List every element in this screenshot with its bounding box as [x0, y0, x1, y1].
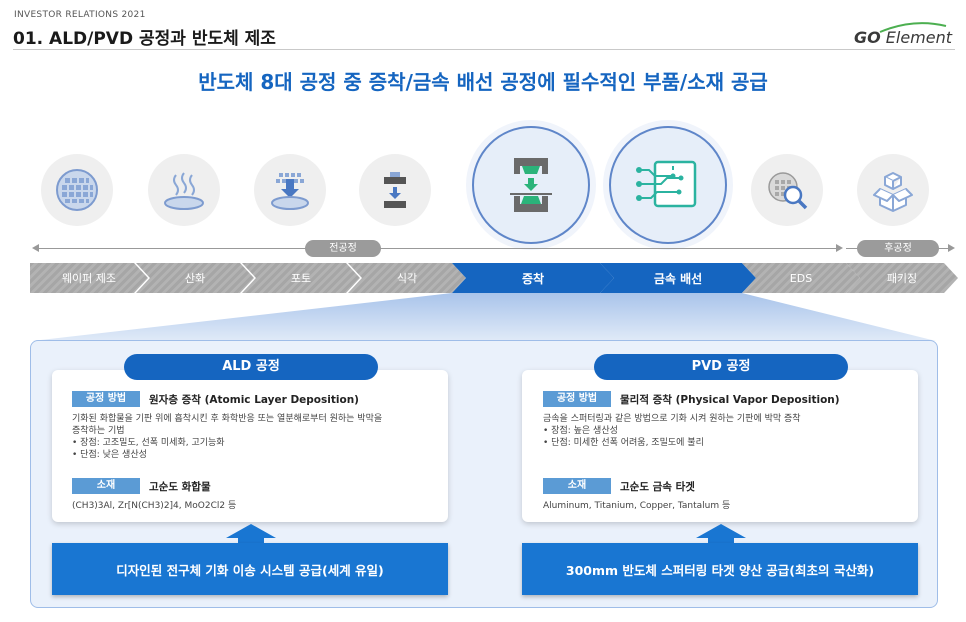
pvd-material-desc: Aluminum, Titanium, Copper, Tantalum 등 [543, 501, 731, 511]
pvd-method-heading: 물리적 증착 (Physical Vapor Deposition) [620, 394, 840, 406]
highlight-funnel [32, 293, 936, 341]
front-process-label: 전공정 [305, 240, 381, 257]
pvd-title: PVD 공정 [594, 354, 848, 380]
stage-wafer: 웨이퍼 제조 [30, 263, 148, 293]
deposition-icon [472, 126, 590, 244]
report-label: INVESTOR RELATIONS 2021 [14, 10, 146, 20]
stage-oxidation: 산화 [136, 263, 254, 293]
ald-material-tag: 소재 [72, 478, 140, 494]
circuit-icon [609, 126, 727, 244]
timeline-arrow-mid [836, 244, 843, 252]
headline: 반도체 8대 공정 중 증착/금속 배선 공정에 필수적인 부품/소재 공급 [198, 70, 768, 94]
ald-description: 기화된 화합물을 기판 위에 흡착시킨 후 화학반응 또는 열분해로부터 원하는… [72, 414, 383, 460]
stage-eds: EDS [742, 263, 860, 293]
stage-etch: 식각 [348, 263, 466, 293]
ald-method-tag: 공정 방법 [72, 391, 140, 407]
stage-metallization: 금속 배선 [600, 263, 756, 293]
company-logo: GO Element [842, 20, 952, 48]
pvd-method-tag: 공정 방법 [543, 391, 611, 407]
stage-packaging: 패키징 [846, 263, 958, 293]
pvd-material-tag: 소재 [543, 478, 611, 494]
ald-material-desc: (CH3)3Al, Zr[N(CH3)2]4, MoO2Cl2 등 [72, 501, 237, 511]
pvd-description: 금속을 스퍼터링과 같은 방법으로 기화 시켜 원하는 기판에 박막 증착 • … [543, 414, 801, 448]
ald-up-arrow-icon [226, 524, 276, 544]
wafer-icon [41, 154, 113, 226]
ald-supply-banner: 디자인된 전구체 기화 이송 시스템 공급(세계 유일) [52, 543, 448, 595]
oxidation-icon [148, 154, 220, 226]
pvd-supply-banner: 300mm 반도체 스퍼터링 타겟 양산 공급(최초의 국산화) [522, 543, 918, 595]
ald-method-heading: 원자층 증착 (Atomic Layer Deposition) [149, 394, 359, 406]
package-icon [857, 154, 929, 226]
process-stages: 웨이퍼 제조 산화 포토 식각 증착 금속 배선 EDS 패키징 [30, 263, 958, 293]
back-process-label: 후공정 [857, 240, 939, 257]
page-title: 01. ALD/PVD 공정과 반도체 제조 [13, 29, 276, 49]
pvd-material-heading: 고순도 금속 타겟 [620, 481, 695, 493]
logo-swoosh-icon [879, 22, 947, 33]
etch-icon [359, 154, 431, 226]
logo-text: GO Element [853, 28, 952, 47]
pvd-up-arrow-icon [696, 524, 746, 544]
ald-material-heading: 고순도 화합물 [149, 481, 211, 493]
timeline-arrow-left [32, 244, 39, 252]
inspection-icon [751, 154, 823, 226]
header-divider [13, 49, 955, 50]
stage-deposition: 증착 [452, 263, 614, 293]
stage-photo: 포토 [242, 263, 360, 293]
ald-title: ALD 공정 [124, 354, 378, 380]
timeline-arrow-right [948, 244, 955, 252]
front-process-line [38, 248, 836, 249]
photo-icon [254, 154, 326, 226]
